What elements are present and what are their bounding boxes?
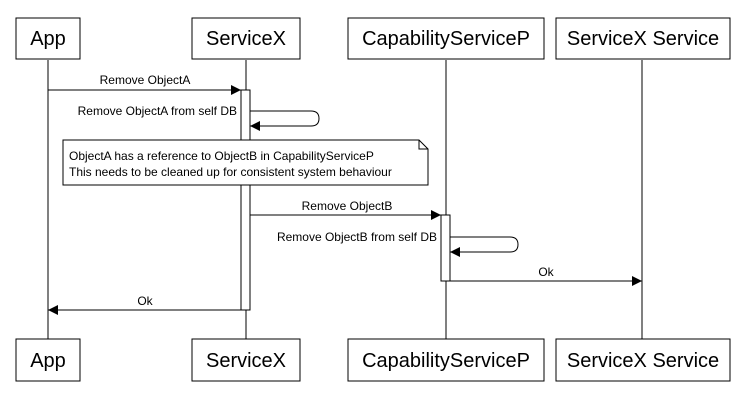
message-label: Ok: [538, 265, 554, 279]
participant-servicex-service-top: ServiceX Service: [555, 17, 731, 60]
message-remove-objectb-self: Remove ObjectB from self DB: [277, 230, 519, 257]
participant-servicex-service-bottom: ServiceX Service: [555, 338, 731, 382]
participant-capabilityservicep-top: CapabilityServiceP: [347, 17, 545, 60]
participant-app-top: App: [15, 17, 81, 60]
participant-capabilityservicep-bottom: CapabilityServiceP: [347, 338, 545, 382]
activation-capabilityservicep: [440, 214, 451, 282]
participant-app-label: App: [30, 28, 66, 50]
message-label: Remove ObjectB: [302, 199, 393, 213]
activation-servicex: [240, 89, 251, 311]
participant-capabilityservicep-label: CapabilityServiceP: [362, 350, 530, 372]
participant-servicex-bottom: ServiceX: [191, 338, 301, 382]
participant-servicex-service-label: ServiceX Service: [567, 28, 719, 50]
message-ok-to-app: Ok: [48, 294, 241, 315]
message-label: Remove ObjectA from self DB: [78, 104, 237, 118]
participant-servicex-service-label: ServiceX Service: [567, 350, 719, 372]
participant-app-bottom: App: [15, 338, 81, 382]
note-line-1: ObjectA has a reference to ObjectB in Ca…: [69, 149, 374, 163]
participant-servicex-label: ServiceX: [206, 350, 286, 372]
message-remove-objecta: Remove ObjectA: [48, 73, 241, 95]
message-remove-objecta-self: Remove ObjectA from self DB: [78, 104, 320, 131]
note-line-2: This needs to be cleaned up for consiste…: [69, 165, 392, 179]
participant-servicex-label: ServiceX: [206, 28, 286, 50]
message-remove-objectb: Remove ObjectB: [250, 199, 441, 220]
message-label: Ok: [137, 294, 153, 308]
participant-app-label: App: [30, 350, 66, 372]
message-label: Remove ObjectB from self DB: [277, 230, 437, 244]
note: ObjectA has a reference to ObjectB in Ca…: [62, 139, 429, 186]
participant-capabilityservicep-label: CapabilityServiceP: [362, 28, 530, 50]
message-ok-to-servicex-service: Ok: [450, 265, 642, 286]
message-label: Remove ObjectA: [100, 73, 191, 87]
participant-servicex-top: ServiceX: [191, 17, 301, 60]
